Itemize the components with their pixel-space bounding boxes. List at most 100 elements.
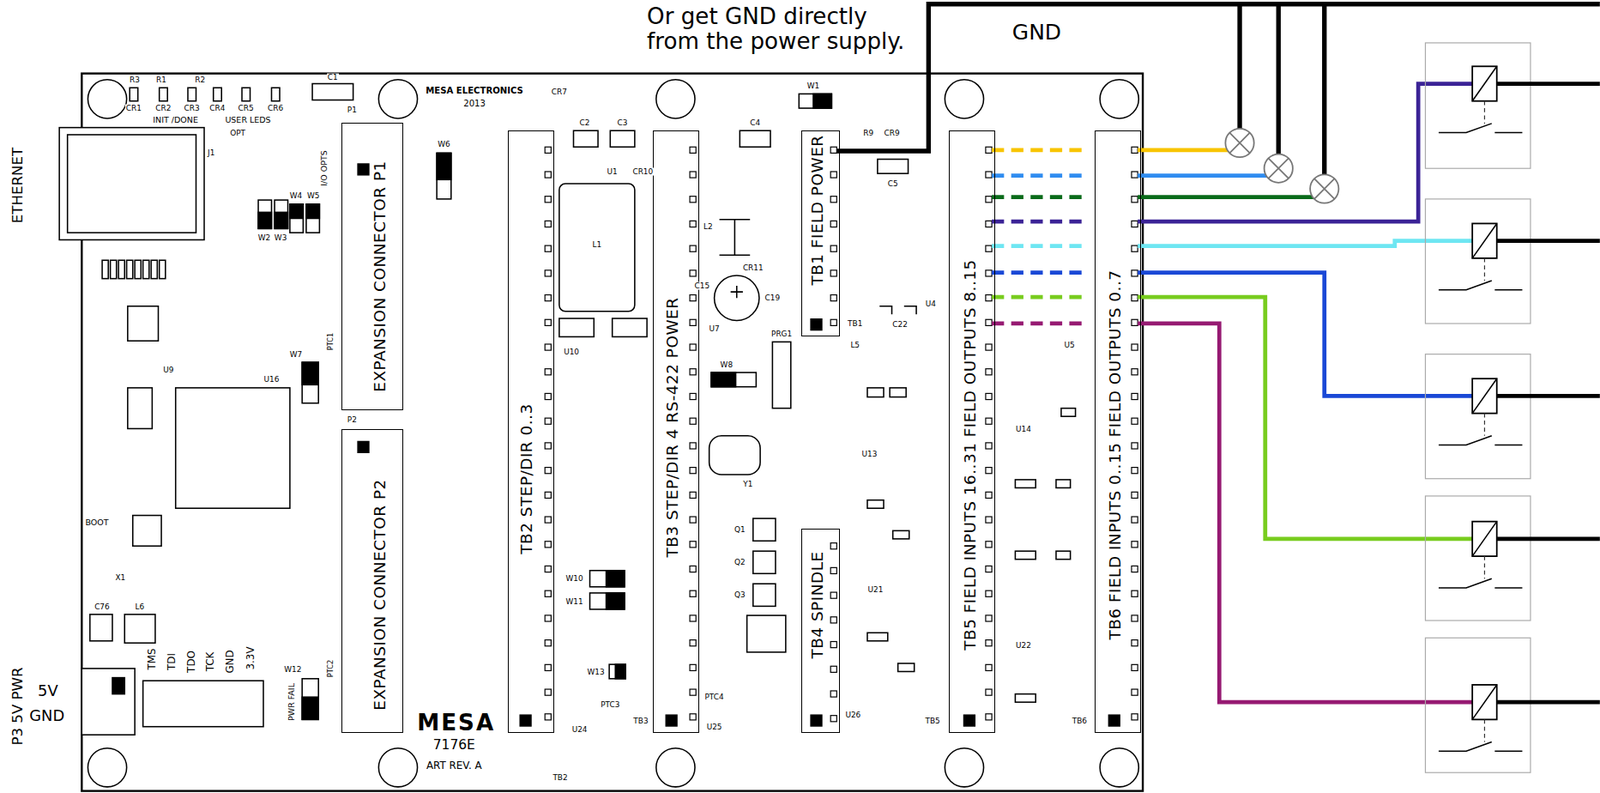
jumper xyxy=(301,678,319,720)
block-label: TB4 SPINDLE xyxy=(809,551,825,659)
terminal-pad xyxy=(689,664,696,671)
terminal-pad xyxy=(544,713,551,720)
terminal-pad xyxy=(689,344,696,351)
terminal-pad xyxy=(689,467,696,474)
terminal-pad xyxy=(985,541,992,548)
relay-box xyxy=(1424,199,1530,324)
dashed-wires xyxy=(991,150,1086,324)
terminal-pad xyxy=(830,690,837,697)
part-ref: W12 xyxy=(283,665,302,674)
terminal-pad xyxy=(1131,516,1138,523)
relay-box xyxy=(1424,42,1530,169)
part-ref: PTC4 xyxy=(703,693,725,701)
terminal-pad xyxy=(1131,220,1138,227)
part-ref: W7 xyxy=(289,350,303,358)
terminal-pad xyxy=(985,442,992,449)
terminal-pad xyxy=(1131,319,1138,326)
terminal-pad xyxy=(830,146,837,153)
part-ref: U25 xyxy=(706,722,724,731)
led-label: PWR FAIL xyxy=(287,682,296,722)
resistor xyxy=(159,259,166,278)
terminal-pad xyxy=(1131,344,1138,351)
part-ref: X1 xyxy=(114,573,127,582)
resistor xyxy=(110,259,117,278)
relay-coil-mark xyxy=(1472,66,1498,101)
dashed-wire xyxy=(991,173,1086,178)
terminal-pad xyxy=(544,541,551,548)
terminal-pad xyxy=(544,270,551,277)
relay-link xyxy=(1484,413,1486,436)
mounting-hole xyxy=(944,79,984,119)
relay-coil xyxy=(1472,521,1498,556)
pin-one-mark xyxy=(356,163,369,176)
terminal-block: TB2 STEP/DIR 0..3 xyxy=(507,130,555,733)
part-ref: W10 xyxy=(565,574,585,583)
part-ref: U5 xyxy=(1062,341,1075,350)
part-ref: W13 xyxy=(586,667,606,676)
part-ref: CR2 xyxy=(154,104,172,113)
lamp-cross xyxy=(1229,132,1250,154)
dashed-wire xyxy=(991,147,1086,152)
lamp-body xyxy=(1310,174,1339,203)
terminal-pad xyxy=(544,664,551,671)
resistor xyxy=(1014,479,1036,489)
part-ref: CR9 xyxy=(883,128,901,137)
mounting-hole xyxy=(656,79,695,119)
resistor xyxy=(1014,550,1036,560)
pin-one-mark xyxy=(665,713,678,726)
terminal-pad xyxy=(689,516,696,523)
mounting-hole xyxy=(1099,79,1139,119)
note: Or get GND directly from the power suppl… xyxy=(646,4,918,55)
terminal-pad xyxy=(544,467,551,474)
jumper xyxy=(258,199,272,229)
terminal-pad xyxy=(689,392,696,399)
led xyxy=(159,87,169,101)
mounting-hole xyxy=(87,748,127,787)
part-ref: U14 xyxy=(1014,424,1033,433)
part-ref: W4 xyxy=(289,192,303,200)
terminal-pad xyxy=(985,615,992,622)
terminal-pads xyxy=(356,146,1138,726)
part-ref: R3 xyxy=(128,75,141,84)
terminal-pad xyxy=(985,392,992,399)
expansion-connector: EXPANSION CONNECTOR P1 xyxy=(341,122,403,411)
terminal-pad xyxy=(1131,417,1138,424)
terminal-pad xyxy=(689,491,696,498)
power-connector xyxy=(81,668,135,735)
output-wire xyxy=(1137,323,1473,702)
resistor xyxy=(1056,479,1071,489)
terminal-block: TB4 SPINDLE xyxy=(801,528,840,733)
jumper-cap xyxy=(606,592,625,610)
terminal-pad xyxy=(830,591,837,598)
part-ref: Q1 xyxy=(733,525,747,534)
part-ref: U9 xyxy=(162,365,175,374)
ethernet-jack xyxy=(67,134,197,233)
resistor xyxy=(143,259,150,278)
terminal-pad xyxy=(544,590,551,597)
lamp-symbol xyxy=(1264,154,1293,183)
dashed-wire xyxy=(991,243,1086,248)
part-ref: J1 xyxy=(206,149,216,157)
terminal-pad xyxy=(544,319,551,326)
relay-contact xyxy=(1438,280,1523,290)
jumper xyxy=(436,152,452,200)
resistor xyxy=(867,632,888,641)
terminal-pad xyxy=(1131,146,1138,153)
jumper xyxy=(274,199,288,229)
part-ref: U16 xyxy=(262,375,280,384)
terminal-pad xyxy=(830,543,837,550)
part-ref: L2 xyxy=(702,223,714,231)
jumper-cap xyxy=(258,211,272,229)
part-ref: TB2 xyxy=(551,773,568,782)
loads xyxy=(1225,42,1600,773)
terminal-pad xyxy=(830,171,837,178)
terminal-pad xyxy=(689,713,696,720)
inductor xyxy=(124,614,156,643)
relay-symbol xyxy=(1424,199,1600,324)
resistor xyxy=(893,530,910,539)
wires xyxy=(836,4,1600,702)
part-ref: W1 xyxy=(806,81,821,90)
jumper xyxy=(590,570,625,587)
programming-header xyxy=(772,341,791,408)
terminal-pad xyxy=(830,715,837,722)
